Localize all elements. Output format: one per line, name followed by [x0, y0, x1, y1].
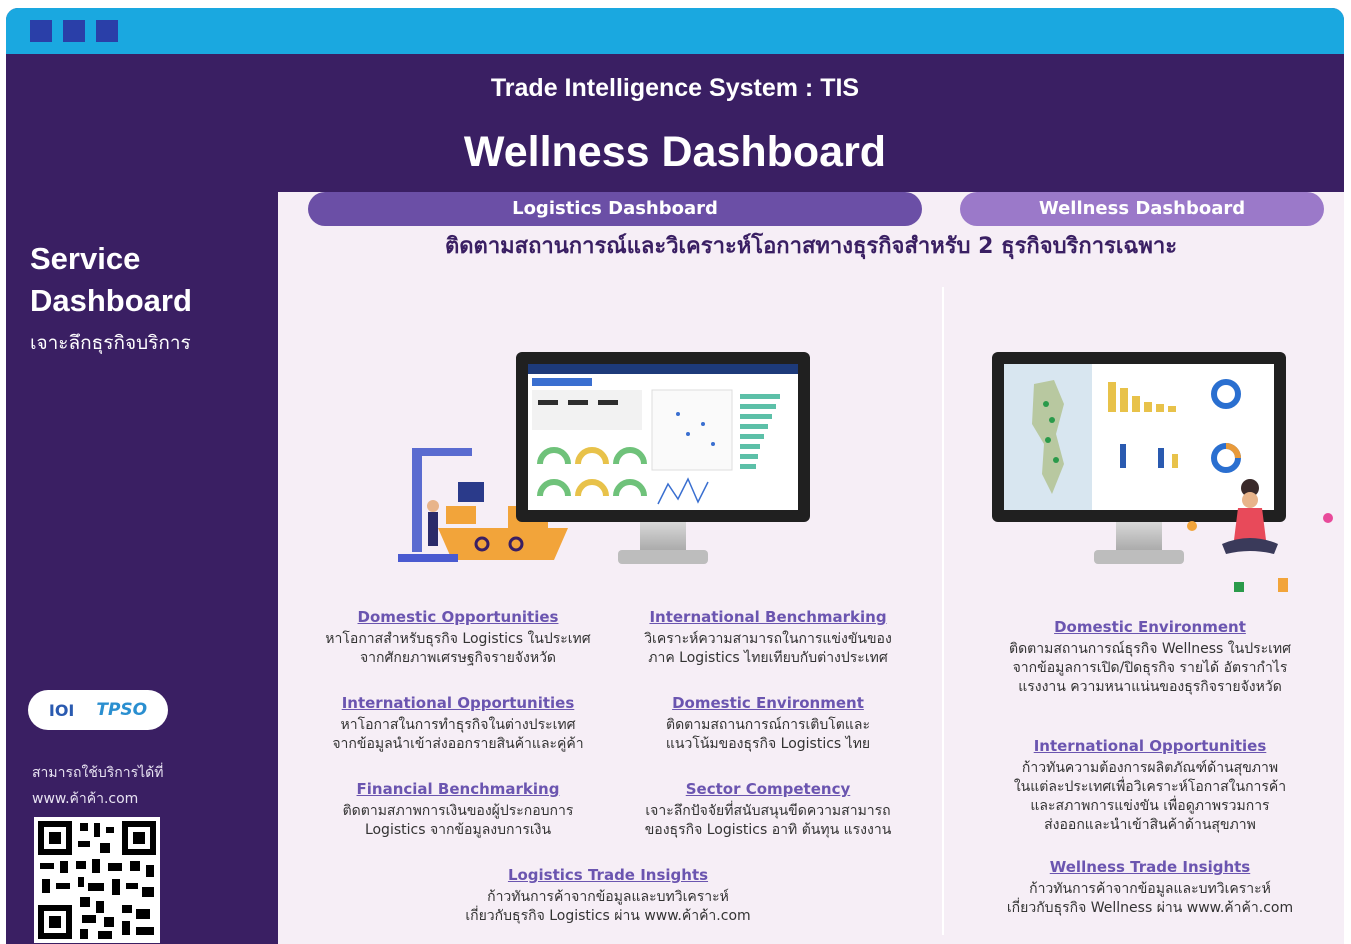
header-subtitle: Trade Intelligence System : TIS [490, 74, 860, 102]
desc-line: ติดตามสถานการณ์การเติบโตและ [665, 717, 871, 733]
desc-wellness-international-opportunities: ก้าวทันความต้องการผลิตภัณฑ์ด้านสุขภาพ ใน… [968, 759, 1332, 835]
desc-line: แรงงาน ความหนาแน่นของธุรกิจรายจังหวัด [1018, 679, 1282, 695]
desc-line: จากศักยภาพเศรษฐกิจรายจังหวัด [359, 650, 557, 666]
logistics-monitor [516, 352, 810, 522]
link-domestic-environment[interactable]: Domestic Environment [672, 694, 864, 712]
header-title: Wellness Dashboard [463, 128, 887, 176]
link-international-opportunities[interactable]: International Opportunities [341, 694, 575, 712]
logistics-monitor-stand [640, 522, 686, 552]
service-note: สามารถใช้บริการได้ที่ www.ค้าค้า.com [32, 760, 163, 812]
link-international-benchmarking[interactable]: International Benchmarking [649, 608, 887, 626]
desc-line: ในแต่ละประเทศเพื่อวิเคราะห์โอกาสในการค้า [1013, 779, 1287, 795]
link-wellness-trade-insights[interactable]: Wellness Trade Insights [1049, 858, 1251, 876]
desc-logistics-trade-insights: ก้าวทันการค้าจากข้อมูลและบทวิเคราะห์ เกี… [428, 888, 788, 926]
desc-financial-benchmarking: ติดตามสภาพการเงินของผู้ประกอบการ Logisti… [298, 802, 618, 840]
service-url[interactable]: www.ค้าค้า.com [32, 791, 139, 807]
desc-international-benchmarking: วิเคราะห์ความสามารถในการแข่งขันของ ภาค L… [618, 630, 918, 668]
desc-international-opportunities: หาโอกาสในการทำธุรกิจในต่างประเทศ จากข้อม… [298, 716, 618, 754]
wellness-monitor [992, 352, 1286, 522]
desc-line: ก้าวทันการค้าจากข้อมูลและบทวิเคราะห์ [1029, 881, 1271, 897]
desc-line: เกี่ยวกับธุรกิจ Logistics ผ่าน www.ค้าค้… [465, 908, 751, 924]
qr-code-icon[interactable] [34, 817, 160, 943]
desc-line: ติดตามสภาพการเงินของผู้ประกอบการ [342, 803, 574, 819]
header-banner: Trade Intelligence System : TIS Wellness… [6, 54, 1344, 192]
partner-logos: IOI TPSO [28, 690, 168, 730]
logistics-monitor-base [618, 550, 708, 564]
wellness-screen [1004, 364, 1274, 510]
desc-line: ก้าวทันความต้องการผลิตภัณฑ์ด้านสุขภาพ [1021, 760, 1279, 776]
desc-domestic-opportunities: หาโอกาสสำหรับธุรกิจ Logistics ในประเทศ จ… [298, 630, 618, 668]
link-wellness-international-opportunities[interactable]: International Opportunities [1033, 737, 1267, 755]
main-headline: ติดตามสถานการณ์และวิเคราะห์โอกาสทางธุรกิ… [444, 234, 1178, 259]
desc-line: หาโอกาสในการทำธุรกิจในต่างประเทศ [340, 717, 576, 733]
ioi-logo: IOI [48, 700, 75, 720]
sidebar-title: Service Dashboard [30, 238, 192, 322]
logistics-screen [528, 364, 798, 510]
sidebar-title-line1: Service [30, 241, 141, 276]
sidebar-title-line2: Dashboard [30, 283, 192, 318]
yoga-person-icon [1187, 479, 1333, 592]
desc-line: ติดตามสถานการณ์ธุรกิจ Wellness ในประเทศ [1008, 641, 1292, 657]
wellness-dashboard-pill[interactable]: Wellness Dashboard [960, 192, 1324, 226]
link-sector-competency[interactable]: Sector Competency [685, 780, 851, 798]
desc-line: ก้าวทันการค้าจากข้อมูลและบทวิเคราะห์ [487, 889, 729, 905]
desc-line: วิเคราะห์ความสามารถในการแข่งขันของ [644, 631, 892, 647]
desc-wellness-trade-insights: ก้าวทันการค้าจากข้อมูลและบทวิเคราะห์ เกี… [968, 880, 1332, 918]
promo-window: Trade Intelligence System : TIS Wellness… [6, 8, 1344, 944]
sidebar-subtitle: เจาะลึกธุรกิจบริการ [30, 332, 191, 354]
main-content: ติดตามสถานการณ์และวิเคราะห์โอกาสทางธุรกิ… [278, 192, 1344, 944]
link-wellness-domestic-environment[interactable]: Domestic Environment [1054, 618, 1246, 636]
desc-line: ของธุรกิจ Logistics อาทิ ต้นทุน แรงงาน [644, 822, 892, 838]
desc-line: เจาะลึกปัจจัยที่สนับสนุนขีดความสามารถ [645, 803, 891, 819]
desc-line: และสภาพการแข่งขัน เพื่อดูภาพรวมการ [1030, 798, 1270, 814]
wellness-monitor-base [1094, 550, 1184, 564]
desc-sector-competency: เจาะลึกปัจจัยที่สนับสนุนขีดความสามารถ ขอ… [618, 802, 918, 840]
wellness-monitor-stand [1116, 522, 1162, 552]
desc-line: จากข้อมูลการเปิด/ปิดธุรกิจ รายได้ อัตราก… [1012, 660, 1288, 676]
tpso-logo: TPSO [96, 700, 148, 720]
link-financial-benchmarking[interactable]: Financial Benchmarking [356, 780, 560, 798]
desc-line: หาโอกาสสำหรับธุรกิจ Logistics ในประเทศ [325, 631, 591, 647]
window-dot-3 [96, 20, 118, 42]
desc-line: Logistics จากข้อมูลงบการเงิน [364, 822, 552, 838]
service-note-line1: สามารถใช้บริการได้ที่ [32, 765, 164, 781]
sidebar: Service Dashboard เจาะลึกธุรกิจบริการ IO… [6, 192, 278, 944]
window-dot-1 [30, 20, 52, 42]
desc-wellness-domestic-environment: ติดตามสถานการณ์ธุรกิจ Wellness ในประเทศ … [968, 640, 1332, 697]
window-dot-2 [63, 20, 85, 42]
desc-line: เกี่ยวกับธุรกิจ Wellness ผ่าน www.ค้าค้า… [1006, 900, 1294, 916]
logistics-dashboard-pill[interactable]: Logistics Dashboard [308, 192, 922, 226]
link-domestic-opportunities[interactable]: Domestic Opportunities [357, 608, 559, 626]
desc-line: แนวโน้มของธุรกิจ Logistics ไทย [665, 736, 871, 752]
desc-line: จากข้อมูลนำเข้าส่งออกรายสินค้าและคู่ค้า [332, 736, 584, 752]
window-topbar [6, 8, 1344, 54]
link-logistics-trade-insights[interactable]: Logistics Trade Insights [507, 866, 709, 884]
column-divider [942, 287, 944, 935]
desc-domestic-environment: ติดตามสถานการณ์การเติบโตและ แนวโน้มของธุ… [618, 716, 918, 754]
desc-line: ส่งออกและนำเข้าสินค้าด้านสุขภาพ [1044, 817, 1256, 833]
desc-line: ภาค Logistics ไทยเทียบกับต่างประเทศ [648, 650, 888, 666]
